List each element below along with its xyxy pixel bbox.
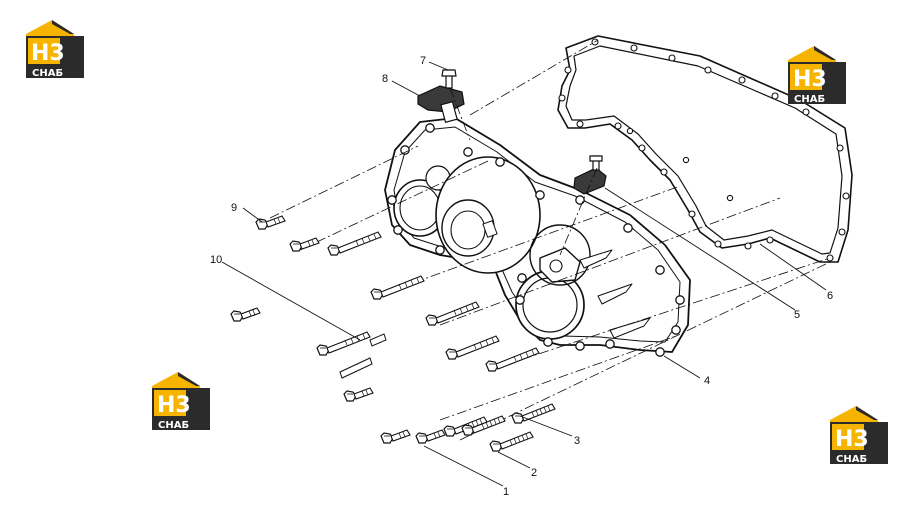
callout-2: 2 xyxy=(531,467,537,479)
svg-text:H3: H3 xyxy=(157,393,191,418)
h3-logo-icon: H3 СНАБ xyxy=(152,372,210,431)
svg-text:СНАБ: СНАБ xyxy=(836,454,867,465)
svg-text:СНАБ: СНАБ xyxy=(794,94,825,105)
callout-5: 5 xyxy=(794,309,800,321)
h3-logo-icon: H3 СНАБ xyxy=(26,20,84,79)
svg-text:СНАБ: СНАБ xyxy=(32,68,63,79)
gasket xyxy=(557,35,853,263)
leader-lines xyxy=(221,61,827,487)
h3-logo-icon: H3 СНАБ xyxy=(830,406,888,465)
callout-9: 9 xyxy=(231,202,237,214)
svg-text:СНАБ: СНАБ xyxy=(158,420,189,431)
brand-logo: H3 СНАБ xyxy=(784,46,848,106)
callout-6: 6 xyxy=(827,290,833,302)
svg-text:H3: H3 xyxy=(31,41,65,66)
brand-logo: H3 СНАБ xyxy=(148,372,212,432)
bolt-set xyxy=(230,215,556,452)
svg-text:H3: H3 xyxy=(835,427,869,452)
brand-logo: H3 СНАБ xyxy=(826,406,890,466)
callout-7: 7 xyxy=(420,55,426,67)
timing-cover xyxy=(384,117,691,357)
sensor-8 xyxy=(417,69,465,123)
h3-logo-icon: H3 СНАБ xyxy=(788,46,846,105)
callout-3: 3 xyxy=(574,435,580,447)
callouts: 1 2 3 4 5 6 7 8 9 10 xyxy=(210,55,833,498)
callout-8: 8 xyxy=(382,73,388,85)
callout-10: 10 xyxy=(210,254,222,266)
svg-text:H3: H3 xyxy=(793,67,827,92)
callout-1: 1 xyxy=(503,486,509,498)
callout-4: 4 xyxy=(704,375,710,387)
brand-logo: H3 СНАБ xyxy=(22,20,86,80)
sensor-5 xyxy=(573,155,607,195)
